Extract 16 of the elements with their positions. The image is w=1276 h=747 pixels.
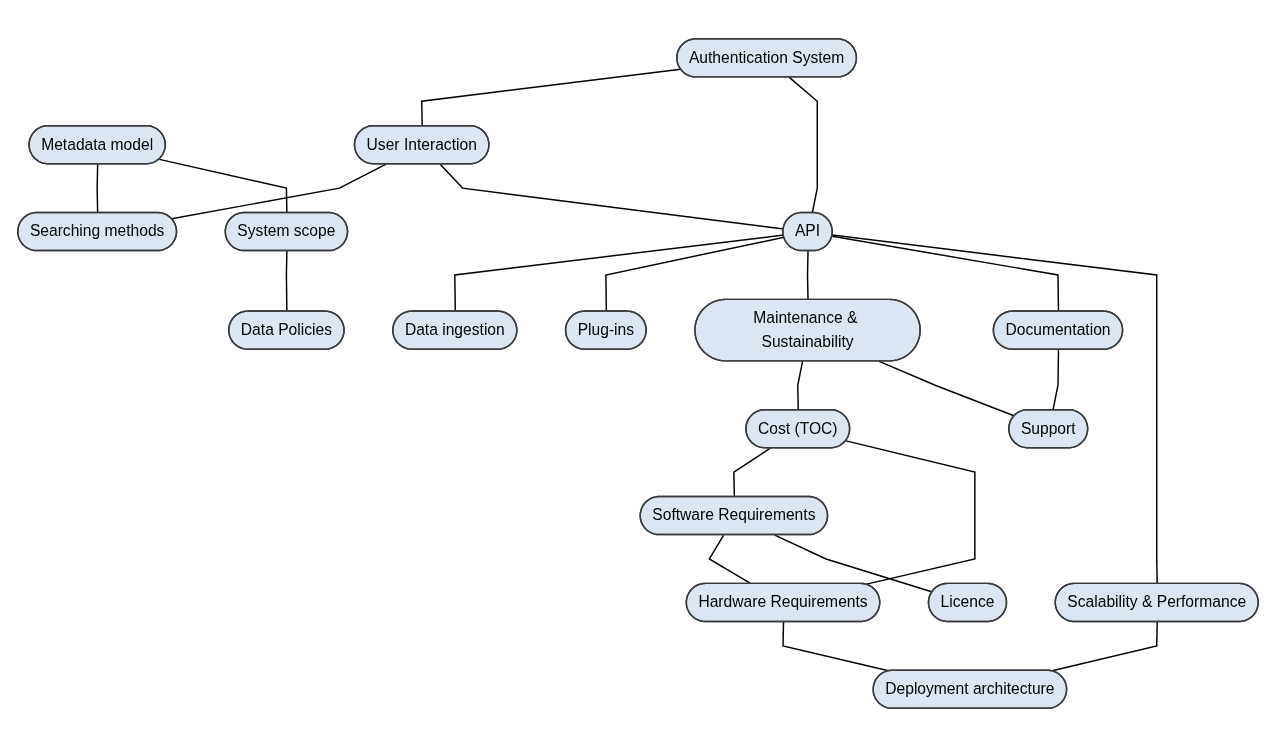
connector [96,163,99,214]
connector [806,250,809,301]
connector [878,360,1016,417]
connector [454,234,785,313]
connector [708,534,752,585]
connector [1052,348,1060,411]
connector [605,236,785,313]
connector [797,360,804,411]
connector [845,440,976,586]
connector [831,234,1158,585]
connector [158,158,288,214]
connector [285,250,288,313]
connector [733,447,771,498]
connector [831,235,1060,313]
connector [420,68,682,127]
connector [788,76,818,214]
